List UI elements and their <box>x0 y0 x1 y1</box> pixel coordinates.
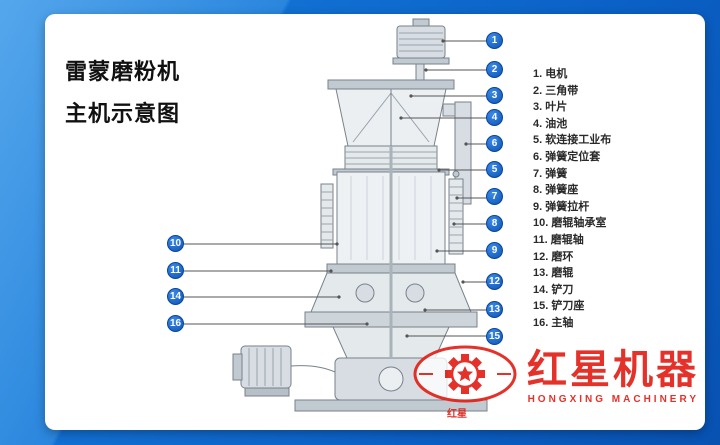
page-title-line1: 雷蒙磨粉机 <box>65 59 181 84</box>
callout-6: 6 <box>486 135 503 152</box>
machine-diagram <box>184 18 488 412</box>
callout-11: 11 <box>167 262 184 279</box>
legend-item: 9. 弹簧拉杆 <box>533 200 590 213</box>
callout-13: 13 <box>486 301 503 318</box>
hongxing-emblem: 红星 <box>409 340 521 420</box>
callout-5: 5 <box>486 161 503 178</box>
legend-item: 3. 叶片 <box>533 101 568 114</box>
legend-item: 8. 弹簧座 <box>533 184 579 197</box>
callout-15: 15 <box>486 328 503 345</box>
callout-16: 16 <box>167 315 184 332</box>
legend-item: 13. 磨辊 <box>533 267 574 280</box>
legend-item: 5. 软连接工业布 <box>533 134 612 147</box>
legend-item: 12. 磨环 <box>533 250 574 263</box>
legend-item: 15. 铲刀座 <box>533 300 585 313</box>
legend-item: 1. 电机 <box>533 68 568 80</box>
legend-item: 7. 弹簧 <box>533 167 568 180</box>
logo-text: 红星机器 HONGXING MACHINERY <box>527 349 699 405</box>
hongxing-logo: 红星 红星机器 HONGXING MACHINERY <box>409 340 699 420</box>
callout-14: 14 <box>167 288 184 305</box>
legend-item: 14. 铲刀 <box>533 283 574 296</box>
legend-item: 16. 主轴 <box>533 316 574 329</box>
callout-2: 2 <box>486 61 503 78</box>
callout-8: 8 <box>486 215 503 232</box>
logo-english-name: HONGXING MACHINERY <box>527 394 699 405</box>
diagram-card: 雷蒙磨粉机 主机示意图 <box>45 14 705 430</box>
callout-1: 1 <box>486 32 503 49</box>
legend-item: 4. 油池 <box>533 117 568 130</box>
parts-legend: 1. 电机 2. 三角带 3. 叶片 4. 油池 5. 软连接工业布 6. 弹簧… <box>533 66 701 332</box>
legend-item: 2. 三角带 <box>533 84 579 97</box>
legend-item: 6. 弹簧定位套 <box>533 150 601 163</box>
page-title-line2: 主机示意图 <box>65 101 181 126</box>
callout-3: 3 <box>486 87 503 104</box>
callout-10: 10 <box>167 235 184 252</box>
callout-leader-lines <box>184 39 488 338</box>
logo-mini-text: 红星 <box>447 409 467 420</box>
legend-item: 10. 磨辊轴承室 <box>533 217 607 230</box>
logo-chinese-name: 红星机器 <box>527 348 699 392</box>
callout-12: 12 <box>486 273 503 290</box>
callout-4: 4 <box>486 109 503 126</box>
callout-7: 7 <box>486 188 503 205</box>
legend-item: 11. 磨辊轴 <box>533 233 584 246</box>
callout-9: 9 <box>486 242 503 259</box>
gear-emblem-icon <box>413 345 517 403</box>
